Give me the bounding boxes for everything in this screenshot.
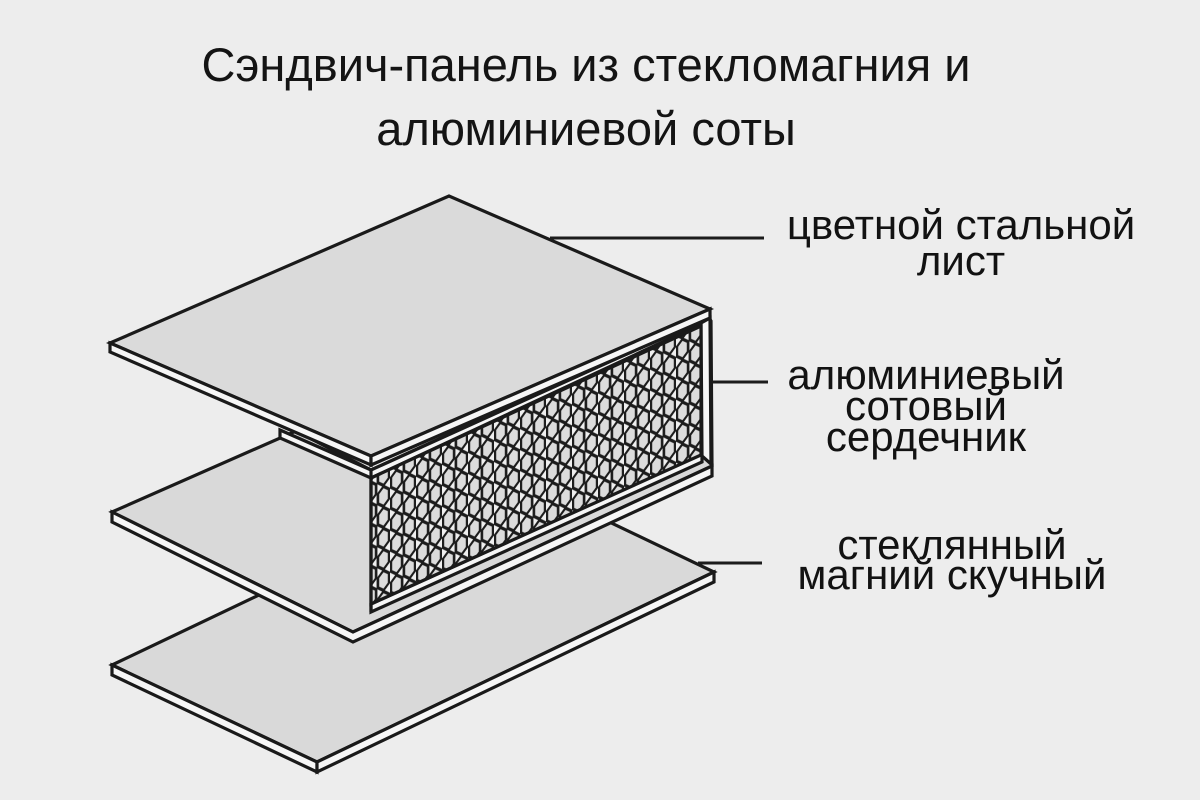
label-honeycomb-core: алюминиевый сотовый сердечник: [787, 351, 1065, 460]
label-honeycomb-core-line2: сотовый: [845, 382, 1007, 429]
label-honeycomb-core-line1: алюминиевый: [787, 351, 1065, 398]
label-steel-sheet: цветной стальной лист: [786, 201, 1136, 284]
label-glass-magnesium-line2: магний скучный: [797, 551, 1107, 598]
bottom-sheet-right-edge: [315, 569, 716, 775]
label-steel-sheet-line2: лист: [916, 237, 1006, 284]
core-base-thickness-edge: [110, 463, 714, 644]
label-honeycomb-core-line3: сердечник: [825, 413, 1027, 460]
bottom-sheet-panel: [108, 473, 718, 775]
diagram-title-line1: Сэндвич-панель из стекломагния и: [201, 38, 971, 91]
top-sheet-right-edge: [369, 306, 712, 468]
label-glass-magnesium: стеклянный магний скучный: [797, 521, 1107, 598]
label-glass-magnesium-line1: стеклянный: [837, 521, 1067, 568]
leader-lines: [550, 236, 768, 565]
diagram-title: Сэндвич-панель из стекломагния и алюмини…: [201, 33, 970, 161]
label-steel-sheet-line1: цветной стальной: [786, 201, 1136, 248]
top-sheet-panel: [105, 194, 715, 468]
diagram-title-line2: алюминиевой соты: [376, 102, 796, 155]
honeycomb-core-assembly: [108, 313, 714, 644]
